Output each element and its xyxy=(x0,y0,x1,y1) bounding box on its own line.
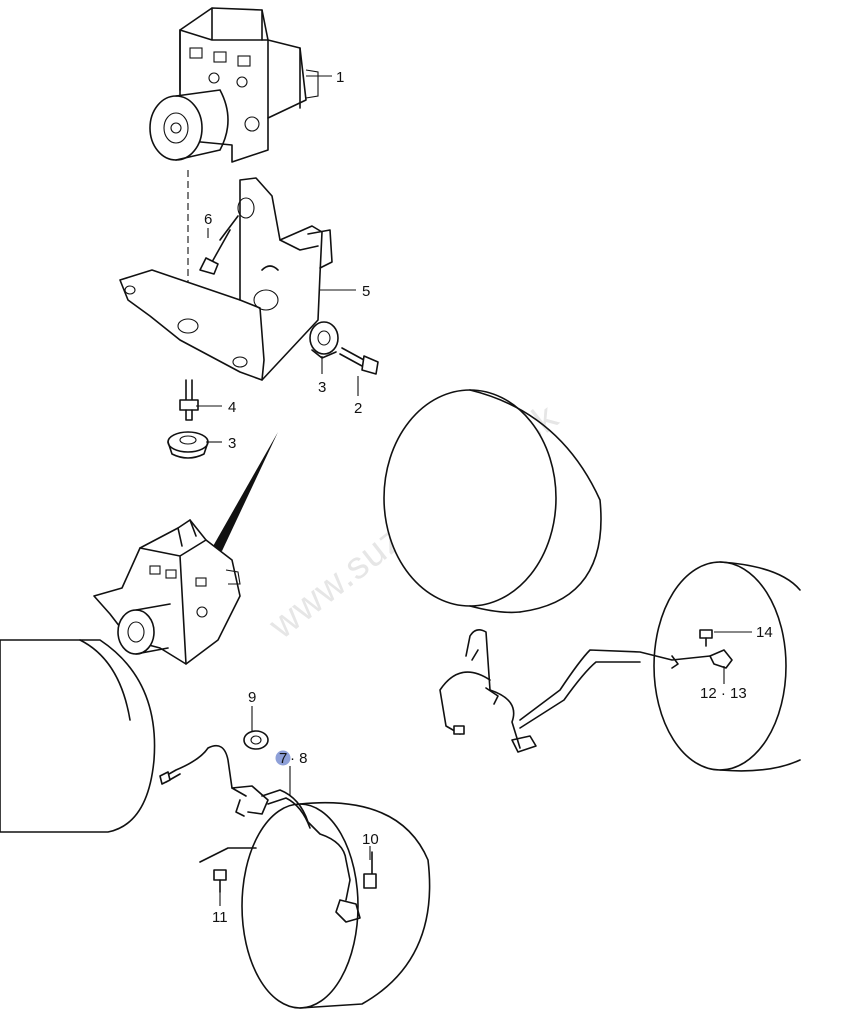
bolt-11[interactable] xyxy=(199,847,257,893)
mount-3-lower[interactable] xyxy=(167,431,209,459)
stud-bolt-4[interactable] xyxy=(179,379,199,421)
callout-6[interactable]: 6 xyxy=(204,211,212,228)
callout-4[interactable]: 4 xyxy=(228,399,236,416)
abs-hydraulic-unit[interactable] xyxy=(149,7,319,163)
grommet-9[interactable] xyxy=(243,730,269,750)
callout-labels: 1 2 3 3 4 5 6 7 · 8 9 10 11 12 · 13 14 xyxy=(204,69,773,926)
callout-9[interactable]: 9 xyxy=(248,689,256,706)
mount-3-right[interactable] xyxy=(309,321,339,359)
callout-1[interactable]: 1 xyxy=(336,69,344,86)
bolt-6[interactable] xyxy=(199,215,239,275)
callout-11[interactable]: 11 xyxy=(212,909,228,926)
abs-bracket[interactable] xyxy=(119,177,333,381)
selected-part-highlight xyxy=(275,750,291,766)
callout-10[interactable]: 10 xyxy=(362,831,379,848)
callout-12-13[interactable]: 12 · 13 xyxy=(700,685,747,702)
rear-tire xyxy=(383,389,602,614)
callout-3-right[interactable]: 3 xyxy=(318,379,326,396)
callout-14[interactable]: 14 xyxy=(756,624,773,641)
bolt-14[interactable] xyxy=(699,629,713,647)
wheel-sensor-harness-right[interactable] xyxy=(439,628,733,753)
callout-8[interactable]: · 8 xyxy=(290,750,308,767)
bolt-10[interactable] xyxy=(363,851,377,889)
abs-assembled-unit[interactable] xyxy=(93,519,241,665)
callout-3-lower[interactable]: 3 xyxy=(228,435,236,452)
callout-2[interactable]: 2 xyxy=(354,400,362,417)
callout-7[interactable]: 7 xyxy=(279,750,287,767)
bolt-2[interactable] xyxy=(339,347,379,375)
leader-lines xyxy=(196,75,752,906)
front-tire xyxy=(241,801,431,1009)
callout-5[interactable]: 5 xyxy=(362,283,370,300)
wheel-sensor-harness-front[interactable] xyxy=(159,744,361,923)
assembly-arrow xyxy=(212,432,278,551)
left-tire xyxy=(0,639,156,833)
